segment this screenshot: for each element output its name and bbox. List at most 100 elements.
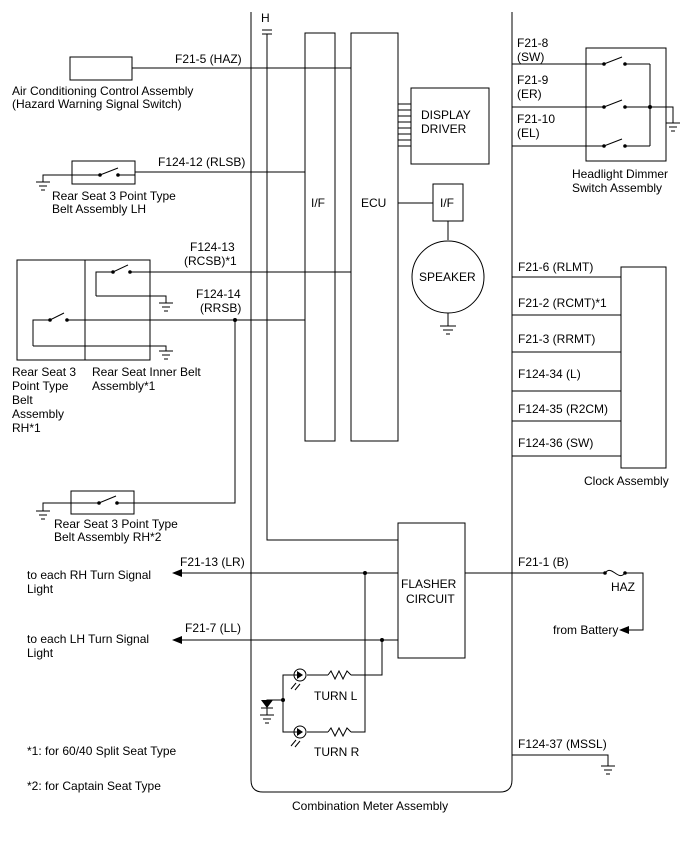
- clock-pin-label: F124-35 (R2CM): [518, 402, 608, 416]
- rh-belt-label-1: Rear Seat 3: [12, 365, 76, 379]
- clock-assembly: [620, 266, 667, 469]
- rlsb-label-2: Belt Assembly LH: [52, 202, 146, 216]
- mssl-pin-label: F124-37 (MSSL): [518, 737, 607, 751]
- inner-belt-switch: [95, 264, 150, 296]
- ll-arrow: [172, 636, 182, 644]
- turn-l-label: TURN L: [314, 689, 358, 703]
- rlsb-switch: [83, 167, 135, 176]
- note-1: *1: for 60/40 Split Seat Type: [27, 744, 177, 758]
- turn-l-led: [293, 668, 307, 682]
- if-right-label: I/F: [440, 196, 454, 210]
- dimmer-el-contact-2: [623, 144, 627, 148]
- display-driver-bus: [398, 103, 411, 147]
- rrsb-pin-label-1: F124-14: [196, 287, 241, 301]
- ecu-label: ECU: [361, 196, 386, 210]
- rh-turn-label-2: Light: [27, 582, 54, 596]
- sw-pin-label-2: (SW): [517, 50, 544, 64]
- rh-belt-label-5: RH*1: [12, 421, 41, 435]
- speaker-label: SPEAKER: [419, 270, 476, 284]
- rh-belt-contact-1: [48, 318, 52, 322]
- rh-belt-ground: [33, 345, 173, 360]
- rh-turn-label-1: to each RH Turn Signal: [27, 568, 151, 582]
- clock-pin-label: F124-36 (SW): [518, 436, 593, 450]
- dimmer-label-1: Headlight Dimmer: [572, 167, 668, 181]
- turn-r-label: TURN R: [314, 745, 360, 759]
- dimmer-el-wire: [512, 138, 650, 147]
- er-pin-label-2: (ER): [517, 87, 542, 101]
- rlsb-pin-label: F124-12 (RLSB): [158, 155, 245, 169]
- turn-r-resistor: [327, 726, 352, 738]
- turn-l-led-rays: [290, 682, 301, 691]
- battery-arrow: [619, 626, 629, 634]
- turn-l-resistor: [327, 669, 352, 681]
- inner-belt-contact-1: [111, 270, 115, 274]
- clock-pin-label: F124-34 (L): [518, 367, 581, 381]
- h-line: [266, 34, 398, 541]
- if-left-label: I/F: [311, 196, 325, 210]
- turn-ground: [260, 707, 274, 724]
- display-driver-label-2: DRIVER: [421, 122, 467, 136]
- display-driver-block: [410, 87, 490, 165]
- er-pin-label-1: F21-9: [517, 73, 549, 87]
- dimmer-sw-contact-2: [623, 62, 627, 66]
- speaker-ground: [440, 313, 456, 335]
- ac-label-2: (Hazard Warning Signal Switch): [12, 97, 182, 111]
- rh-belt-box: [16, 259, 86, 361]
- dimmer-el-contact-1: [602, 144, 606, 148]
- inner-belt-ground: [96, 295, 173, 312]
- battery-label: from Battery: [553, 623, 618, 637]
- rh2-ground: [36, 502, 83, 520]
- dimmer-er-wire: [512, 99, 650, 108]
- lr-arrow: [172, 569, 182, 577]
- turn-r-led-symbol: [297, 728, 303, 736]
- if-left-block: [304, 32, 336, 442]
- haz-label: HAZ: [611, 580, 635, 594]
- rh2-switch: [83, 495, 134, 504]
- clock-wires: [512, 276, 621, 457]
- lh-turn-label-1: to each LH Turn Signal: [27, 632, 149, 646]
- display-driver-label-1: DISPLAY: [421, 108, 471, 122]
- turn-r-led: [293, 725, 307, 739]
- inner-belt-contact-2: [128, 270, 132, 274]
- rh-belt-switch: [32, 312, 150, 346]
- dimmer-common: [649, 64, 680, 146]
- note-2: *2: for Captain Seat Type: [27, 779, 161, 793]
- battery-b-wire: [465, 572, 644, 631]
- fuse-contact-2: [623, 571, 627, 575]
- rh2-contact-2: [115, 501, 119, 505]
- rlsb-label-1: Rear Seat 3 Point Type: [52, 189, 176, 203]
- headlight-dimmer-assembly: [585, 47, 667, 162]
- combination-meter-outline: [250, 12, 513, 793]
- rcsb-pin-label-2: (RCSB)*1: [184, 254, 237, 268]
- lh-turn-label-2: Light: [27, 646, 54, 660]
- flasher-circuit: [397, 522, 466, 659]
- turn-r-led-rays: [290, 739, 301, 748]
- turn-diode: [261, 700, 273, 708]
- h-marker: H: [261, 11, 270, 25]
- turn-l-led-symbol: [297, 671, 303, 679]
- mssl-wire: [512, 754, 615, 775]
- rrsb-down-wire: [134, 320, 236, 504]
- ecu-block: [350, 32, 399, 442]
- clock-label: Clock Assembly: [584, 474, 669, 488]
- inner-belt-label-2: Assembly*1: [92, 379, 156, 393]
- dimmer-junction: [648, 105, 652, 109]
- flasher-label-1: FLASHER: [401, 577, 457, 591]
- h-line-break: [262, 29, 272, 35]
- el-pin-label-1: F21-10: [517, 112, 555, 126]
- fuse-contact-1: [603, 571, 607, 575]
- rlsb-belt-assembly: [71, 160, 136, 185]
- haz-fuse: [604, 569, 639, 577]
- rlsb-ground: [36, 174, 83, 191]
- clock-pin-label: F21-3 (RRMT): [518, 332, 595, 346]
- dimmer-er-contact-2: [623, 105, 627, 109]
- rh2-label-1: Rear Seat 3 Point Type: [54, 517, 178, 531]
- ll-pin-label: F21-7 (LL): [185, 621, 241, 635]
- rh-belt-label-2: Point Type: [12, 379, 69, 393]
- inner-belt-label-1: Rear Seat Inner Belt: [92, 365, 201, 379]
- rrsb-pin-label-2: (RRSB): [200, 301, 241, 315]
- b-pin-label: F21-1 (B): [518, 555, 569, 569]
- dimmer-sw-contact-1: [602, 62, 606, 66]
- dimmer-label-2: Switch Assembly: [572, 181, 662, 195]
